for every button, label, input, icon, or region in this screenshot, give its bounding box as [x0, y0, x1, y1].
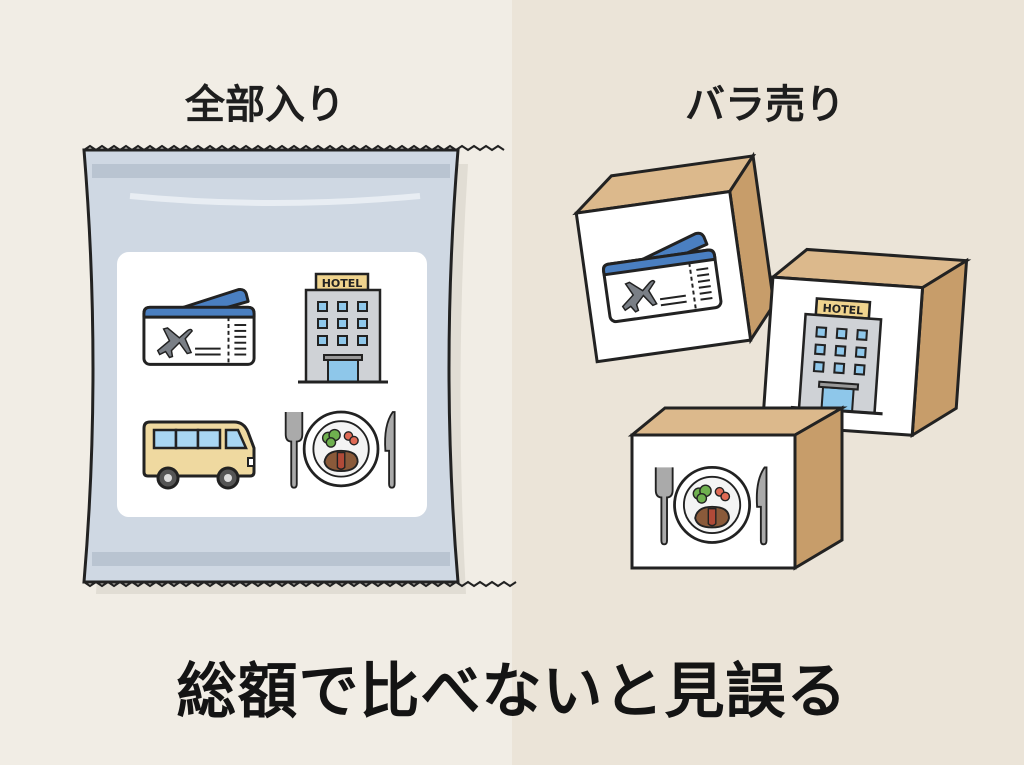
- hotel-sign-text: HOTEL: [322, 277, 363, 290]
- box-meal: [627, 405, 848, 571]
- bag: HOTEL: [82, 144, 517, 594]
- caption: 総額で比べないと見誤る: [176, 657, 848, 727]
- left-title: 全部入り: [185, 82, 345, 128]
- hotel-sign-text: HOTEL: [822, 302, 863, 318]
- right-title: バラ売り: [685, 82, 845, 128]
- hotel-icon: [298, 272, 388, 384]
- box-hotel: HOTEL: [760, 247, 972, 439]
- box-ticket: [572, 151, 776, 364]
